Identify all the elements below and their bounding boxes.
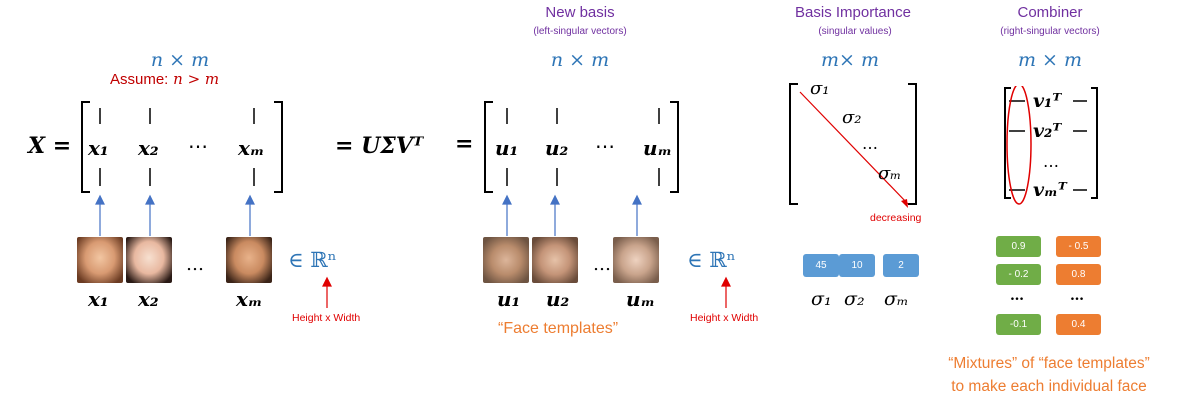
u-col-2: u₂ [545, 136, 569, 160]
new-basis-subtitle: (left-singular vectors) [533, 26, 627, 37]
x-col-ellipsis: ⋯ [188, 134, 208, 158]
combiner-green-2: - 0.2 [996, 264, 1041, 285]
basis-importance-title: Basis Importance [795, 4, 911, 21]
assumption: Assume: n > m [110, 70, 220, 88]
mixtures-caption-line-2: to make each individual face [951, 378, 1147, 395]
u-col-1: u₁ [495, 136, 519, 160]
sigma-dimensions: m× m [821, 49, 879, 71]
x-in-rn: ∈ ℝⁿ [288, 248, 337, 272]
template-image-2 [532, 237, 578, 283]
decreasing-label: decreasing [870, 212, 922, 224]
u-in-rn: ∈ ℝⁿ [687, 248, 736, 272]
v-dimensions: m × m [1017, 49, 1083, 71]
combiner-orange-1: - 0.5 [1056, 236, 1101, 257]
equals-sign: = [455, 131, 474, 157]
sigma-2: σ₂ [842, 107, 862, 128]
template-image-1 [483, 237, 529, 283]
face-image-1 [77, 237, 123, 283]
face-templates-caption: “Face templates” [498, 320, 619, 337]
basis-importance-subtitle: (singular values) [818, 26, 892, 37]
sigma-label-m: σₘ [884, 288, 909, 310]
mixtures-caption-line-1: “Mixtures” of “face templates” [948, 355, 1150, 372]
sigma-label-2: σ₂ [844, 288, 865, 310]
u-col-m: uₘ [643, 136, 673, 160]
x-col-1: x₁ [88, 136, 109, 160]
combiner-subtitle: (right-singular vectors) [1000, 26, 1100, 37]
v-transpose-matrix [1004, 86, 1098, 205]
template-row-ellipsis: … [593, 254, 611, 275]
x-dimensions: n × m [150, 49, 210, 71]
face-label-x1: x₁ [88, 287, 109, 311]
u-col-ellipsis: ⋯ [595, 134, 615, 158]
combiner-green-1: 0.9 [996, 236, 1041, 257]
v-row-ellipsis: … [1043, 152, 1059, 171]
sigma-matrix [789, 83, 917, 208]
sigma-value-2: 10 [839, 254, 875, 277]
combiner-green-ellipsis: … [1010, 288, 1024, 304]
template-label-u2: u₂ [546, 287, 570, 311]
x-equals: X = [28, 133, 72, 159]
template-image-m [613, 237, 659, 283]
v-row-2: v₂ᵀ [1033, 120, 1062, 142]
sigma-ellipsis: … [862, 134, 878, 153]
v-row-m: vₘᵀ [1033, 179, 1067, 201]
sigma-value-1: 45 [803, 254, 839, 277]
combiner-orange-2: 0.8 [1056, 264, 1101, 285]
u-matrix-brackets [484, 101, 679, 193]
sigma-label-1: σ₁ [811, 288, 832, 310]
combiner-green-m: -0.1 [996, 314, 1041, 335]
u-dimensions: n × m [550, 49, 610, 71]
sigma-value-m: 2 [883, 254, 919, 277]
face-row-ellipsis: … [186, 254, 204, 275]
combiner-orange-ellipsis: … [1070, 288, 1084, 304]
template-label-u1: u₁ [497, 287, 521, 311]
face-image-2 [126, 237, 172, 283]
template-label-um: uₘ [626, 287, 656, 311]
face-image-m [226, 237, 272, 283]
sigma-1: σ₁ [810, 78, 830, 99]
new-basis-title: New basis [545, 4, 615, 21]
x-col-2: x₂ [138, 136, 159, 160]
sigma-m: σₘ [878, 163, 902, 184]
combiner-orange-m: 0.4 [1056, 314, 1101, 335]
v-row-1: v₁ᵀ [1033, 90, 1062, 112]
face-label-xm: xₘ [236, 287, 263, 311]
x-matrix-brackets [81, 101, 283, 193]
x-col-m: xₘ [238, 136, 265, 160]
face-label-x2: x₂ [138, 287, 159, 311]
mixtures-caption: “Mixtures” of “face templates” to make e… [915, 352, 1183, 398]
svd-expression: = UΣVᵀ [335, 133, 424, 159]
x-height-width-note: Height x Width [292, 312, 361, 324]
u-height-width-note: Height x Width [690, 312, 759, 324]
combiner-title: Combiner [1017, 4, 1083, 21]
